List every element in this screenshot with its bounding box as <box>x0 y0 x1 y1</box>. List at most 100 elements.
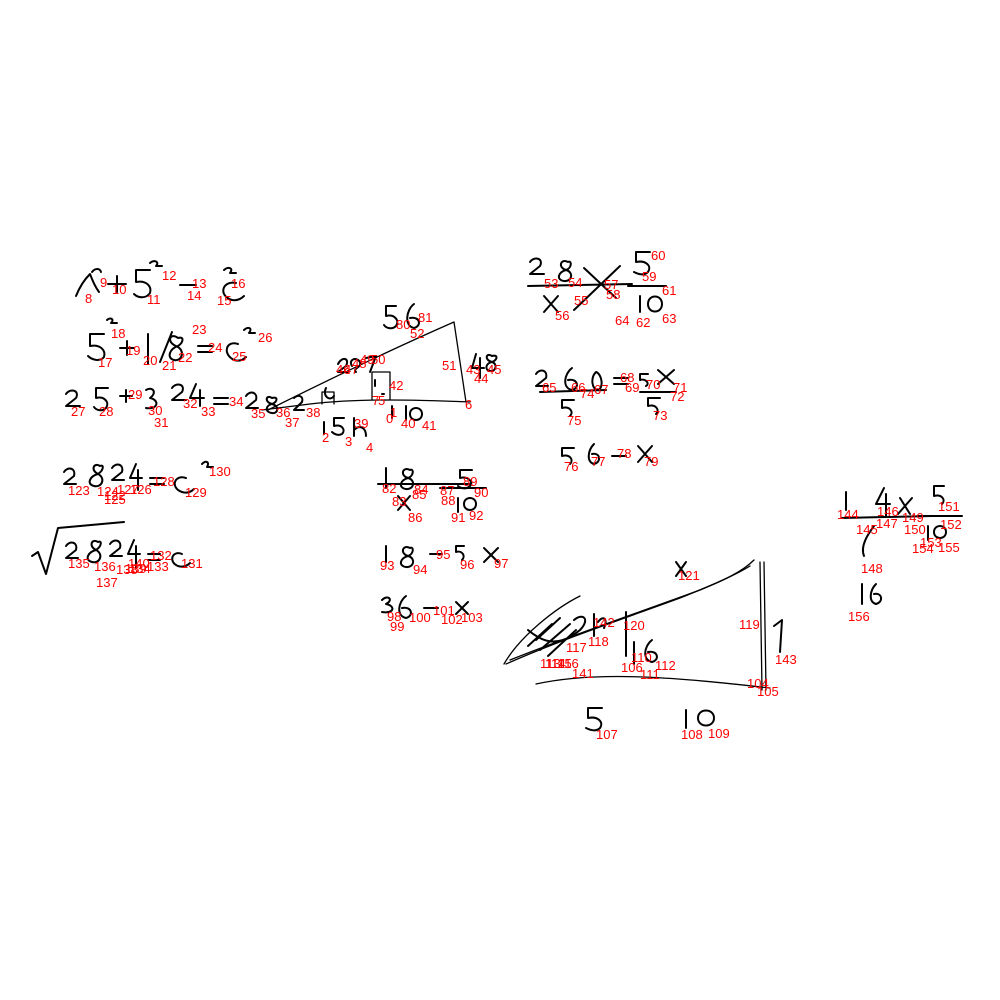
index-label: 122 <box>104 488 126 503</box>
index-label: 141 <box>572 666 594 681</box>
index-label: 60 <box>651 248 665 263</box>
ink-stroke <box>875 487 891 517</box>
index-label: 146 <box>877 504 899 519</box>
ink-stroke <box>201 460 214 468</box>
index-label: 124 <box>97 484 119 499</box>
index-label: 52 <box>410 326 424 341</box>
ink-stroke <box>93 387 109 412</box>
ink-stroke <box>455 601 469 615</box>
ink-stroke <box>573 265 621 311</box>
ink-stroke <box>31 521 125 575</box>
ink-stroke <box>543 295 559 313</box>
index-label: 47 <box>344 362 358 377</box>
index-label: 32 <box>183 396 197 411</box>
ink-strokes <box>31 251 963 732</box>
index-label: 134 <box>129 561 151 576</box>
index-label: 48 <box>352 356 366 371</box>
index-label: 151 <box>938 499 960 514</box>
ink-stroke <box>633 251 651 276</box>
index-label: 70 <box>646 377 660 392</box>
index-label: 28 <box>99 404 113 419</box>
ink-stroke <box>561 447 575 465</box>
index-label: 105 <box>757 684 779 699</box>
ink-stroke <box>88 464 104 488</box>
ink-stroke <box>337 358 349 373</box>
index-label: 138 <box>116 562 138 577</box>
index-label: 20 <box>143 353 157 368</box>
index-label: 94 <box>413 562 427 577</box>
index-label: 37 <box>285 415 299 430</box>
index-label: 114 <box>545 656 566 671</box>
index-label: 72 <box>670 389 684 404</box>
index-label: 42 <box>389 378 403 393</box>
index-label: 104 <box>747 676 769 691</box>
index-label: 120 <box>623 618 645 633</box>
ink-stroke <box>657 369 675 385</box>
index-label: 111 <box>640 667 660 682</box>
index-label: 113 <box>540 656 561 671</box>
index-label: 117 <box>566 640 587 655</box>
index-label: 45 <box>487 362 501 377</box>
index-label: 121 <box>678 568 700 583</box>
index-label: 67 <box>594 382 608 397</box>
index-label: 130 <box>209 464 231 479</box>
index-label: 69 <box>625 380 639 395</box>
ink-stroke <box>225 342 247 362</box>
ink-stroke <box>527 283 633 287</box>
index-label: 22 <box>178 350 192 365</box>
ink-stroke <box>558 260 572 283</box>
index-label: 76 <box>564 459 578 474</box>
ink-stroke <box>374 379 385 395</box>
ink-stroke <box>324 387 335 400</box>
index-label: 2 <box>322 430 329 445</box>
index-label: 127 <box>117 482 139 497</box>
ink-stroke <box>173 476 195 494</box>
ink-stroke <box>293 394 305 411</box>
ink-stroke <box>529 257 545 275</box>
index-label: 156 <box>848 609 870 624</box>
ink-stroke <box>129 463 143 491</box>
ink-stroke <box>222 281 245 302</box>
index-label: 68 <box>620 370 634 385</box>
ink-stroke <box>471 353 485 379</box>
ink-stroke <box>535 369 549 387</box>
index-label: 87 <box>440 483 454 498</box>
index-label: 147 <box>876 516 898 531</box>
index-label: 21 <box>162 358 176 373</box>
ink-stroke <box>697 709 715 727</box>
index-label: 139 <box>125 561 147 576</box>
ink-stroke <box>455 545 465 561</box>
ink-stroke <box>527 615 587 657</box>
index-label: 150 <box>904 522 926 537</box>
index-label: 135 <box>68 556 90 571</box>
index-label: 54 <box>568 275 582 290</box>
ink-stroke <box>869 583 882 605</box>
index-label: 79 <box>644 454 658 469</box>
ink-stroke <box>321 391 335 405</box>
index-label: 29 <box>128 387 142 402</box>
index-label: 12 <box>162 268 176 283</box>
ink-stroke <box>65 389 81 407</box>
index-label: 43 <box>466 362 480 377</box>
index-label: 154 <box>912 541 934 556</box>
ink-stroke <box>243 326 256 334</box>
index-label: 110 <box>631 650 652 665</box>
ink-stroke <box>457 497 477 513</box>
ink-stroke <box>127 539 141 569</box>
ink-stroke <box>400 546 414 569</box>
index-label: 126 <box>130 482 152 497</box>
index-label: 82 <box>382 481 396 496</box>
index-label: 103 <box>461 610 483 625</box>
index-label: 85 <box>412 487 426 502</box>
ink-stroke <box>397 495 411 511</box>
ink-stroke <box>773 619 783 653</box>
index-label: 59 <box>642 269 656 284</box>
ink-stroke <box>119 389 133 403</box>
index-label: 148 <box>861 561 883 576</box>
ink-stroke <box>149 477 165 485</box>
index-label: 49 <box>360 352 374 367</box>
index-label: 36 <box>276 405 290 420</box>
index-label: 24 <box>208 340 222 355</box>
index-label: 137 <box>96 575 118 590</box>
index-label: 19 <box>126 343 140 358</box>
